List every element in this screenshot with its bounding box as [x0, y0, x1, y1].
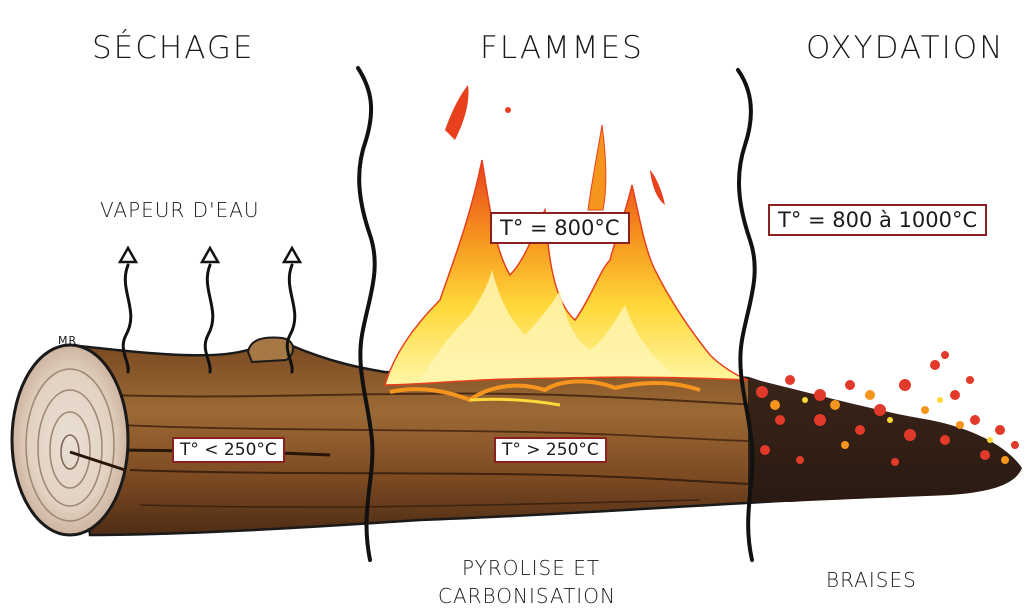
flame-temperature-box: T° = 800°C	[490, 212, 630, 244]
ember	[950, 390, 960, 400]
section-title-drying: SÉCHAGE	[92, 30, 255, 66]
section-title-oxidation: OXYDATION	[806, 30, 1004, 66]
vapor-arrow	[202, 248, 218, 372]
embers-label: BRAISES	[826, 568, 917, 592]
ember	[865, 390, 875, 400]
ember	[760, 445, 770, 455]
ember	[1001, 456, 1009, 464]
vapor-label: VAPEUR D'EAU	[100, 198, 260, 222]
pyrolysis-label-line2: CARBONISATION	[438, 584, 616, 608]
ember	[995, 425, 1005, 435]
ember	[921, 406, 929, 414]
ember	[775, 415, 785, 425]
ember	[956, 421, 964, 429]
flame-spark	[650, 170, 665, 205]
artist-signature: MR	[58, 334, 77, 347]
ember	[940, 435, 950, 445]
ember	[891, 458, 899, 466]
ember	[937, 397, 943, 403]
ember	[770, 400, 780, 410]
ember	[966, 376, 974, 384]
ember	[970, 415, 980, 425]
ember	[887, 417, 893, 423]
ember	[845, 380, 855, 390]
ember	[756, 386, 768, 398]
ember	[899, 379, 911, 391]
flame-spark	[505, 107, 511, 113]
pyrolysis-label-line1: PYROLISE ET	[462, 556, 600, 580]
ember	[855, 425, 865, 435]
charred-wood	[748, 378, 1022, 502]
ember	[785, 375, 795, 385]
embers	[748, 351, 1022, 502]
ember	[830, 400, 840, 410]
ember	[802, 397, 808, 403]
ember	[841, 441, 849, 449]
ember	[1011, 441, 1019, 449]
oxidation-temperature-box: T° = 800 à 1000°C	[768, 204, 987, 236]
flame-spark	[445, 85, 468, 140]
ember	[941, 351, 949, 359]
ember	[930, 360, 940, 370]
ember	[874, 404, 886, 416]
drying-temperature-box: T° < 250°C	[172, 437, 285, 463]
ember	[987, 437, 993, 443]
flame-tongue	[588, 125, 606, 210]
ember	[814, 389, 826, 401]
ember	[814, 414, 826, 426]
ember	[904, 429, 916, 441]
ember	[796, 456, 804, 464]
pyrolysis-temperature-box: T° > 250°C	[494, 437, 607, 463]
flames	[385, 85, 748, 405]
section-title-flames: FLAMMES	[480, 30, 644, 66]
ember	[980, 450, 990, 460]
